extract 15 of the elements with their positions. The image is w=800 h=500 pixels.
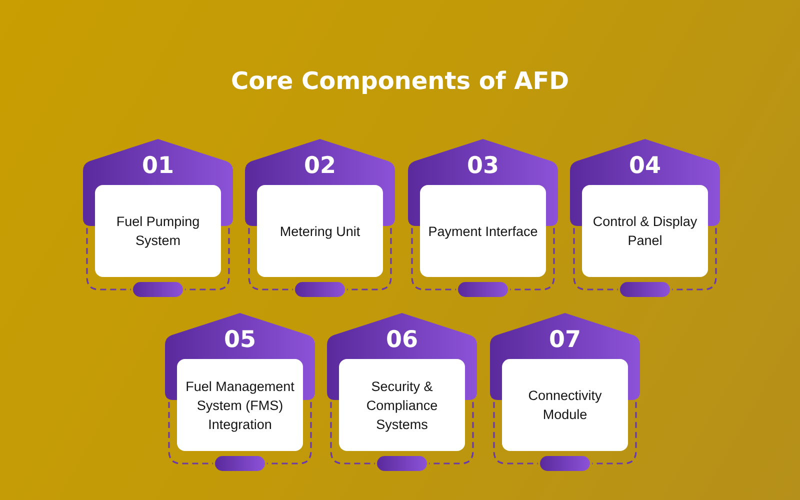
step-number: 07 [548,326,581,354]
step-number: 05 [224,326,256,354]
description-panel: Control & Display Panel [582,185,708,277]
description-panel: Payment Interface [420,185,546,277]
step-number: 03 [466,152,499,180]
description-panel: Metering Unit [257,185,383,277]
step-number: 06 [386,326,418,354]
title: Core Components of AFD [230,66,570,96]
description-panel: Security & Compliance Systems [339,359,465,451]
description-panel: Fuel Pumping System [95,185,221,277]
step-number: 02 [304,152,336,180]
description-panel: Connectivity Module [502,359,628,451]
step-number: 01 [142,152,174,180]
description-panel: Fuel Management System (FMS) Integration [177,359,303,451]
step-number: 04 [628,152,661,180]
